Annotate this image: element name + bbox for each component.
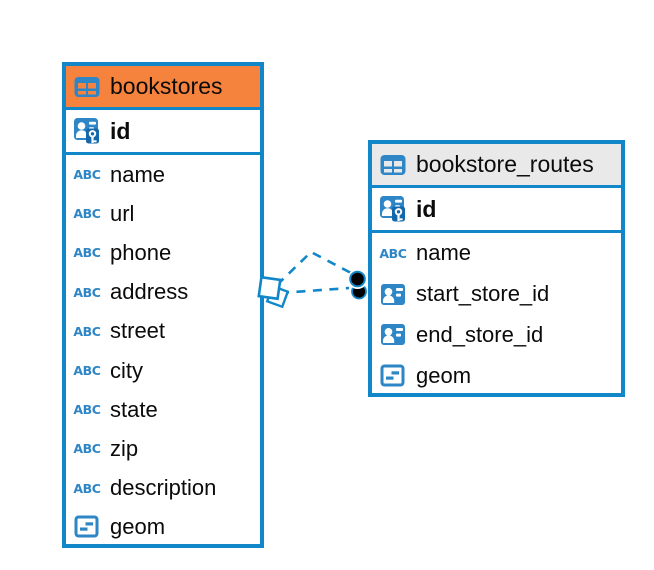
text-type-icon: ABC — [73, 363, 101, 379]
table-grid-icon — [73, 76, 101, 98]
column-row-url[interactable]: ABC url — [66, 194, 260, 233]
text-type-icon: ABC — [73, 245, 101, 261]
column-row-phone[interactable]: ABC phone — [66, 233, 260, 272]
pk-row-bookstores-id[interactable]: id — [66, 110, 260, 155]
column-name: description — [110, 475, 217, 501]
column-row-description[interactable]: ABC description — [66, 469, 260, 508]
column-name: end_store_id — [416, 321, 544, 347]
primary-key-icon — [73, 117, 101, 145]
column-name: name — [110, 161, 166, 187]
text-type-icon: ABC — [73, 323, 101, 339]
pk-column-name: id — [416, 195, 437, 222]
table-header-bookstores[interactable]: bookstores — [66, 66, 260, 110]
text-type-icon: ABC — [73, 441, 101, 457]
column-row-end-store-id[interactable]: end_store_id — [372, 315, 621, 356]
text-type-icon: ABC — [73, 284, 101, 300]
table-bookstores[interactable]: bookstores id ABC — [62, 62, 264, 548]
column-row-state[interactable]: ABC state — [66, 390, 260, 429]
table-body: ABC name start_store_id — [372, 233, 621, 396]
column-name: address — [110, 279, 189, 305]
column-row-name[interactable]: ABC name — [372, 233, 621, 274]
table-title: bookstore_routes — [416, 151, 594, 177]
relationship-line-upper[interactable] — [276, 250, 354, 286]
column-row-street[interactable]: ABC street — [66, 312, 260, 351]
column-name: name — [416, 240, 472, 266]
column-name: url — [110, 200, 135, 226]
table-grid-icon — [379, 154, 407, 176]
column-row-address[interactable]: ABC address — [66, 273, 260, 312]
text-type-icon: ABC — [73, 480, 101, 496]
column-row-zip[interactable]: ABC zip — [66, 429, 260, 468]
column-row-geom[interactable]: geom — [372, 355, 621, 396]
foreign-key-icon — [379, 323, 407, 346]
column-row-geom[interactable]: geom — [66, 508, 260, 547]
table-body: ABC name ABC url ABC phone ABC address A… — [66, 155, 260, 547]
column-name: state — [110, 396, 158, 422]
text-type-icon: ABC — [73, 167, 101, 183]
column-name: phone — [110, 239, 172, 265]
pk-column-name: id — [110, 117, 131, 144]
column-row-start-store-id[interactable]: start_store_id — [372, 274, 621, 315]
target-marker-dots[interactable] — [347, 269, 368, 300]
column-row-city[interactable]: ABC city — [66, 351, 260, 390]
column-name: start_store_id — [416, 281, 550, 307]
geometry-type-icon — [379, 364, 407, 388]
column-row-name[interactable]: ABC name — [66, 155, 260, 194]
table-bookstore-routes[interactable]: bookstore_routes id ABC — [368, 140, 625, 397]
column-name: city — [110, 357, 143, 383]
text-type-icon: ABC — [73, 402, 101, 418]
geometry-type-icon — [73, 515, 101, 539]
column-name: geom — [416, 362, 472, 388]
column-name: zip — [110, 435, 139, 461]
foreign-key-icon — [379, 283, 407, 306]
text-type-icon: ABC — [73, 206, 101, 222]
table-header-bookstore-routes[interactable]: bookstore_routes — [372, 144, 621, 188]
column-name: street — [110, 318, 166, 344]
column-name: geom — [110, 514, 166, 540]
primary-key-icon — [379, 195, 407, 223]
table-title: bookstores — [110, 73, 223, 99]
relationship-line-lower[interactable] — [279, 286, 350, 295]
pk-row-bookstore-routes-id[interactable]: id — [372, 188, 621, 233]
text-type-icon: ABC — [379, 245, 407, 261]
